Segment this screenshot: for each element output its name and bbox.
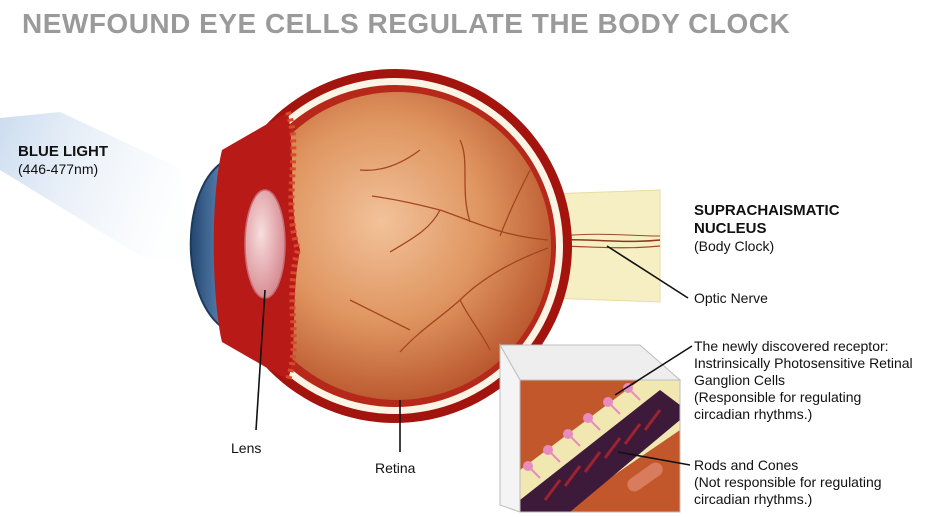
- scn-line1: SUPRACHAISMATIC: [694, 202, 840, 219]
- scn-line2: NUCLEUS: [694, 220, 767, 237]
- rods-line1: Rods and Cones: [694, 457, 798, 474]
- receptor-line5: circadian rhythms.): [694, 406, 812, 423]
- blue-light-range: (446-477nm): [18, 161, 98, 178]
- receptor-line4: (Responsible for regulating: [694, 389, 861, 406]
- blue-light-heading: BLUE LIGHT: [18, 143, 108, 160]
- optic-nerve-label: Optic Nerve: [694, 290, 768, 307]
- lens-label: Lens: [231, 440, 261, 457]
- receptor-line3: Ganglion Cells: [694, 372, 785, 389]
- receptor-line1: The newly discovered receptor:: [694, 338, 889, 355]
- retina-label: Retina: [375, 460, 415, 477]
- blue-light-beam: [0, 112, 190, 262]
- lens: [245, 190, 285, 298]
- rods-line3: circadian rhythms.): [694, 491, 812, 508]
- rods-line2: (Not responsible for regulating: [694, 474, 882, 491]
- receptor-line2: Instrinsically Photosensitive Retinal: [694, 355, 913, 372]
- page-title: NEWFOUND EYE CELLS REGULATE THE BODY CLO…: [22, 8, 790, 40]
- scn-subtitle: (Body Clock): [694, 238, 774, 255]
